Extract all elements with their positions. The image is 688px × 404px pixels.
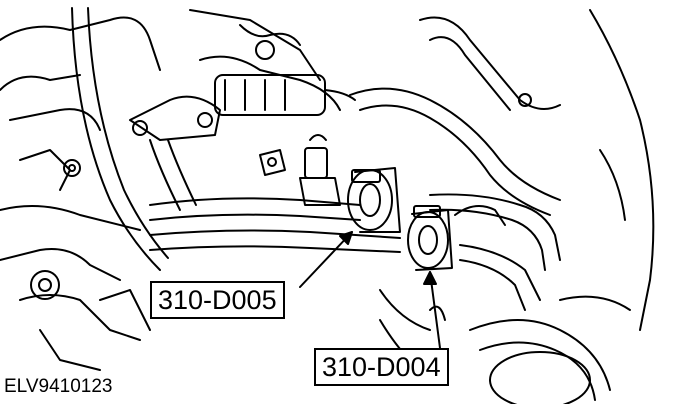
rear-quick-connect-coupling: [407, 205, 506, 271]
vertical-hose: [71, 7, 169, 271]
callout-310-d005: 310-D005: [150, 281, 285, 319]
leader-arrow-d005: [299, 231, 353, 288]
callout-310-d004: 310-D004: [314, 348, 449, 386]
intake-components: [189, 9, 356, 116]
engine-block-left: [0, 16, 161, 371]
electrical-connector: [299, 134, 341, 206]
figure-id-label: ELV9410123: [4, 376, 113, 397]
bolt: [259, 149, 286, 176]
fuel-lines: [149, 193, 561, 311]
engine-block-right: [379, 9, 655, 404]
upper-right-hose: [349, 16, 561, 216]
front-quick-connect-coupling: [347, 167, 401, 233]
leader-arrow-d004: [423, 271, 441, 349]
